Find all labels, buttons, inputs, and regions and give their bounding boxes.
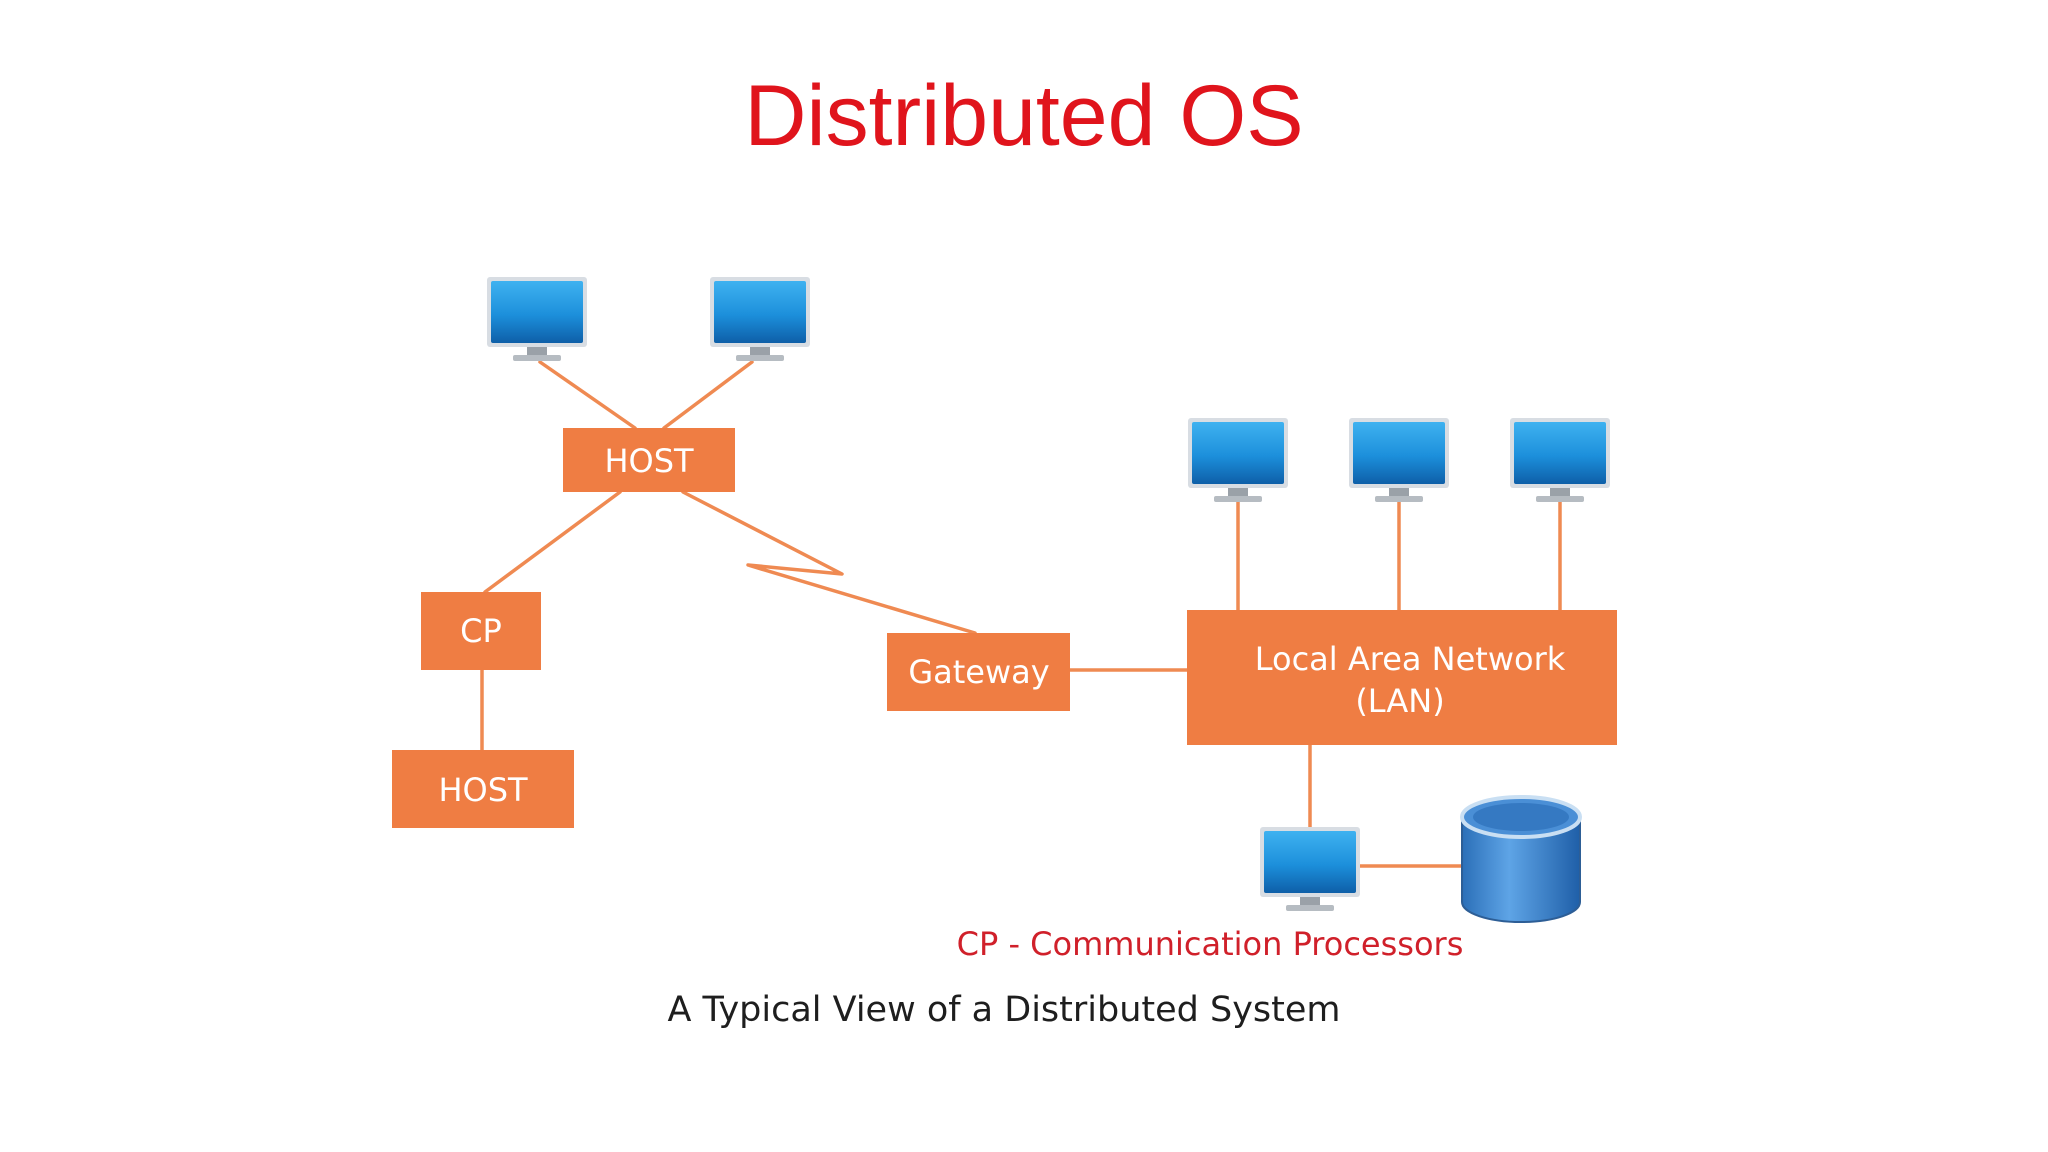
diagram-caption: A Typical View of a Distributed System xyxy=(667,990,1340,1030)
slide-title: Distributed OS xyxy=(744,68,1303,164)
monitor-icon xyxy=(1260,827,1360,911)
monitor-icon xyxy=(1349,418,1449,502)
monitor-icon xyxy=(1188,418,1288,502)
node-lan: Local Area Network (LAN) xyxy=(1187,610,1617,745)
monitor-icon xyxy=(1510,418,1610,502)
edge-host-cp xyxy=(483,490,622,594)
edge-host-gateway-lightning xyxy=(681,490,977,635)
diagram-legend: CP - Communication Processors xyxy=(957,925,1464,963)
node-cp-label: CP xyxy=(460,612,502,650)
monitor-icon xyxy=(487,277,587,361)
node-cp: CP xyxy=(421,592,541,670)
database-icon xyxy=(1460,795,1582,923)
monitor-icon xyxy=(710,277,810,361)
edge-monitor1-host xyxy=(538,360,637,430)
node-lan-label-line2: (LAN) xyxy=(1355,682,1444,720)
connection-lines xyxy=(480,360,1562,868)
node-gateway: Gateway xyxy=(887,633,1070,711)
edge-monitor2-host xyxy=(662,360,754,430)
node-lan-label-line1: Local Area Network xyxy=(1255,640,1566,678)
node-host-top: HOST xyxy=(563,428,735,492)
node-host-bottom-label: HOST xyxy=(438,771,528,809)
node-host-top-label: HOST xyxy=(604,442,694,480)
node-host-bottom: HOST xyxy=(392,750,574,828)
node-gateway-label: Gateway xyxy=(908,653,1049,691)
